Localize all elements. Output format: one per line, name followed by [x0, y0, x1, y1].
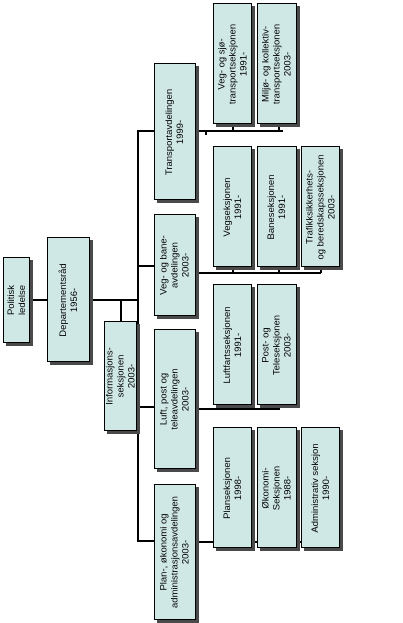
node-label-line: 2003- — [282, 51, 294, 76]
connector-line — [30, 299, 47, 301]
node-label-line: 2003- — [126, 363, 137, 389]
node-label-line: 2003- — [180, 386, 192, 412]
node-label-line: Teleseksjonen — [271, 314, 283, 375]
node-label-line: 1991- — [277, 194, 288, 219]
connector-line — [205, 130, 283, 132]
node-label-line: transportseksjonen — [227, 23, 238, 104]
node-label-line: ledelse — [16, 284, 28, 316]
node-label-line: Plan-, økonomi og — [158, 513, 170, 591]
node-label-line: 1991- — [232, 194, 244, 219]
node-label-line: og beredskapsseksjonen — [315, 153, 326, 260]
connector-line — [137, 130, 154, 132]
connector-line — [137, 406, 154, 408]
node-label-line: Vegseksjonen — [221, 176, 233, 237]
connector-line — [120, 299, 122, 321]
connector-line — [278, 267, 280, 273]
connector-line — [232, 405, 234, 409]
node-label-line: 1991- — [238, 51, 249, 76]
node-label-line: Luftfartsseksjonen — [221, 305, 233, 384]
node-label-line: 1990- — [320, 475, 332, 500]
node-label-line: 1991- — [232, 332, 244, 357]
node-label-line: 1998- — [232, 475, 244, 500]
node-label-line: Departementsråd — [57, 262, 69, 337]
connector-line — [196, 272, 321, 274]
node-label-line: Planseksjonen — [221, 456, 233, 519]
connector-line — [232, 124, 234, 132]
node-label-line: Informasjons- — [104, 347, 115, 405]
node-label-line: 1956- — [68, 287, 80, 312]
node-label-line: 1999- — [175, 119, 186, 144]
connector-line — [205, 130, 207, 135]
node-label-line: Veg- og bane- — [158, 235, 170, 295]
node-label-line: seksjonen — [115, 354, 126, 398]
node-label-line: Politisk — [5, 284, 17, 316]
node-label-line: 2003- — [282, 332, 294, 357]
connector-line — [320, 267, 322, 273]
node-label-line: 1988- — [282, 475, 294, 500]
connector-line — [137, 265, 154, 267]
node-label-line: Veg- og sjø- — [216, 37, 227, 90]
node-label-line: 2003- — [180, 252, 192, 278]
node-label-line: Seksjonen — [271, 465, 283, 510]
node-label-line: Baneseksjonen — [266, 174, 277, 239]
connector-line — [232, 267, 234, 273]
connector-line — [278, 124, 280, 132]
node-label-line: Post- og — [260, 326, 272, 363]
node-label-line: Økonomi- — [260, 466, 272, 509]
node-label-line: 2003- — [180, 539, 192, 565]
node-trafikksikkerhets-og-beredskapsseksjonen: Trafikksikkerhets-og beredskapsseksjonen… — [301, 146, 340, 267]
node-label-line: administrasjonsavdelingen — [169, 496, 181, 608]
node-label-line: Luft, post og — [158, 372, 170, 426]
node-label-line: Administrativ seksjon — [309, 442, 321, 533]
node-label-line: avdelingen — [169, 242, 181, 288]
node-label-line: Transportavdelingen — [164, 88, 175, 175]
connector-line — [278, 405, 280, 409]
node-label-line: Trafikksikkerhets- — [304, 169, 315, 244]
connector-line — [137, 130, 139, 542]
node-label-line: transportseksjonen — [271, 23, 283, 104]
node-label-line: 2003- — [326, 194, 337, 219]
connector-line — [90, 299, 138, 301]
node-label-line: Miljø- og kollektiv- — [260, 25, 272, 102]
connector-line — [196, 408, 280, 410]
connector-line — [137, 540, 154, 542]
node-label-line: teleavdelingen — [169, 368, 181, 430]
